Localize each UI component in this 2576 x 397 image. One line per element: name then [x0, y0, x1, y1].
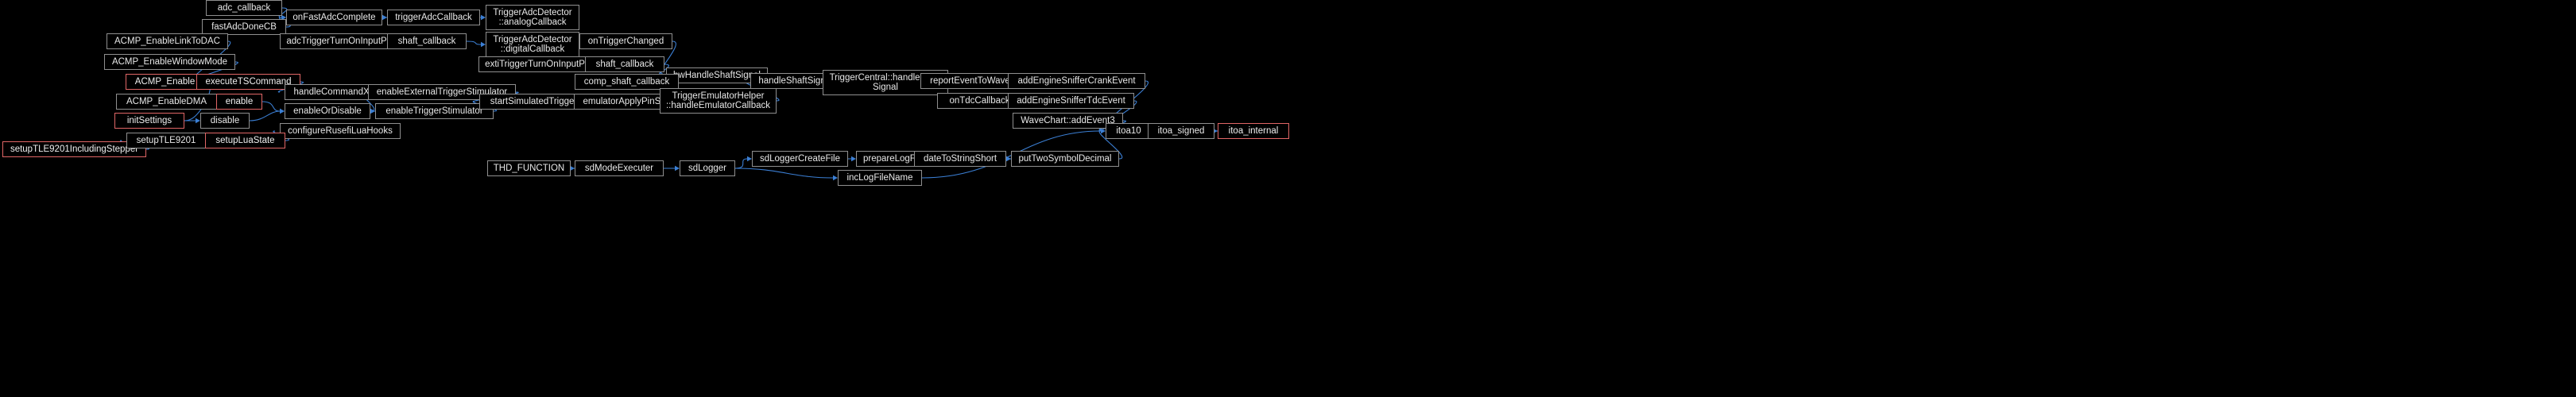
graph-node-n15[interactable]: ACMP_Enable: [126, 74, 204, 90]
graph-node-n3[interactable]: onFastAdcComplete: [286, 10, 382, 25]
graph-edge-arrow: [481, 41, 486, 48]
graph-node-n19[interactable]: comp_shaft_callback: [575, 74, 679, 90]
graph-node-n1[interactable]: adc_callback: [206, 0, 282, 16]
graph-node-n48[interactable]: sdModeExecuter: [575, 160, 664, 176]
graph-node-n9[interactable]: TriggerAdcDetector ::digitalCallback: [486, 32, 579, 57]
graph-node-n8[interactable]: shaft_callback: [387, 33, 467, 49]
graph-edge: [466, 40, 482, 45]
graph-edge: [249, 110, 281, 121]
graph-node-n30[interactable]: onTdcCallback: [937, 93, 1022, 109]
graph-edge: [734, 158, 748, 169]
graph-node-n2[interactable]: fastAdcDoneCB: [202, 19, 286, 35]
graph-node-n13[interactable]: shaft_callback: [585, 56, 664, 72]
graph-node-n38[interactable]: itoa_internal: [1218, 123, 1289, 139]
graph-edge-arrow: [570, 165, 575, 172]
graph-node-n17[interactable]: handleCommandX14: [285, 84, 389, 100]
graph-node-n25[interactable]: enable: [216, 94, 262, 110]
graph-edge: [1098, 130, 1122, 160]
graph-edge-arrow: [675, 165, 680, 172]
graph-edge-arrow: [481, 14, 486, 21]
graph-edge: [734, 168, 834, 179]
graph-node-n37[interactable]: itoa_signed: [1148, 123, 1214, 139]
graph-node-n45[interactable]: dateToStringShort: [914, 151, 1006, 167]
graph-node-n4[interactable]: triggerAdcCallback: [387, 10, 480, 25]
graph-node-n6[interactable]: ACMP_EnableLinkToDAC: [107, 33, 228, 49]
graph-node-n32[interactable]: initSettings: [114, 113, 184, 129]
graph-node-n50[interactable]: incLogFileName: [838, 170, 922, 186]
graph-node-n42[interactable]: setupLuaState: [205, 133, 285, 148]
graph-node-n41[interactable]: setupTLE9201: [126, 133, 206, 148]
graph-edge-arrow: [747, 156, 752, 162]
graph-node-n11[interactable]: ACMP_EnableWindowMode: [104, 54, 235, 70]
graph-node-n35[interactable]: WaveChart::addEvent3: [1013, 113, 1123, 129]
graph-node-n20[interactable]: handleShaftSignal: [750, 73, 841, 89]
graph-edge-arrow: [833, 175, 838, 181]
graph-node-n29[interactable]: TriggerEmulatorHelper ::handleEmulatorCa…: [660, 88, 777, 114]
graph-node-n31[interactable]: addEngineSnifferTdcEvent: [1008, 93, 1134, 109]
graph-edge-arrow: [851, 156, 856, 162]
graph-node-n24[interactable]: ACMP_EnableDMA: [116, 94, 217, 110]
graph-node-n10[interactable]: onTriggerChanged: [579, 33, 672, 49]
graph-node-n12[interactable]: extiTriggerTurnOnInputPin: [478, 56, 598, 72]
graph-node-n28[interactable]: emulatorApplyPinState: [574, 94, 685, 110]
graph-node-n7[interactable]: adcTriggerTurnOnInputPin: [280, 33, 401, 49]
graph-edge-arrow: [196, 118, 200, 124]
graph-edge-arrow: [280, 108, 285, 114]
graph-node-n39[interactable]: configureRusefiLuaHooks: [280, 123, 401, 139]
graph-node-n33[interactable]: disable: [200, 113, 250, 129]
graph-node-n5[interactable]: TriggerAdcDetector ::analogCallback: [486, 5, 579, 30]
graph-edge-arrow: [382, 14, 387, 21]
graph-node-n34[interactable]: enableOrDisable: [285, 103, 370, 119]
graph-edge-arrow: [281, 14, 286, 21]
graph-edge-arrow: [370, 108, 375, 114]
graph-node-n18[interactable]: enableExternalTriggerStimulator: [368, 84, 516, 100]
graph-node-n46[interactable]: putTwoSymbolDecimal: [1011, 151, 1119, 167]
graph-node-n14[interactable]: hwHandleShaftSignal: [666, 67, 768, 83]
graph-node-n40[interactable]: setupTLE9201IncludingStepper: [2, 141, 146, 157]
graph-edge: [261, 101, 281, 112]
graph-node-n23[interactable]: addEngineSnifferCrankEvent: [1008, 73, 1145, 89]
graph-node-n36[interactable]: itoa10: [1106, 123, 1152, 139]
graph-edge-arrow: [1101, 128, 1106, 134]
graph-node-n26[interactable]: enableTriggerStimulator: [375, 103, 494, 119]
graph-node-n49[interactable]: sdLogger: [680, 160, 735, 176]
graph-node-n16[interactable]: executeTSCommand: [196, 74, 300, 90]
graph-node-n47[interactable]: THD_FUNCTION: [487, 160, 571, 176]
graph-node-n43[interactable]: sdLoggerCreateFile: [752, 151, 848, 167]
